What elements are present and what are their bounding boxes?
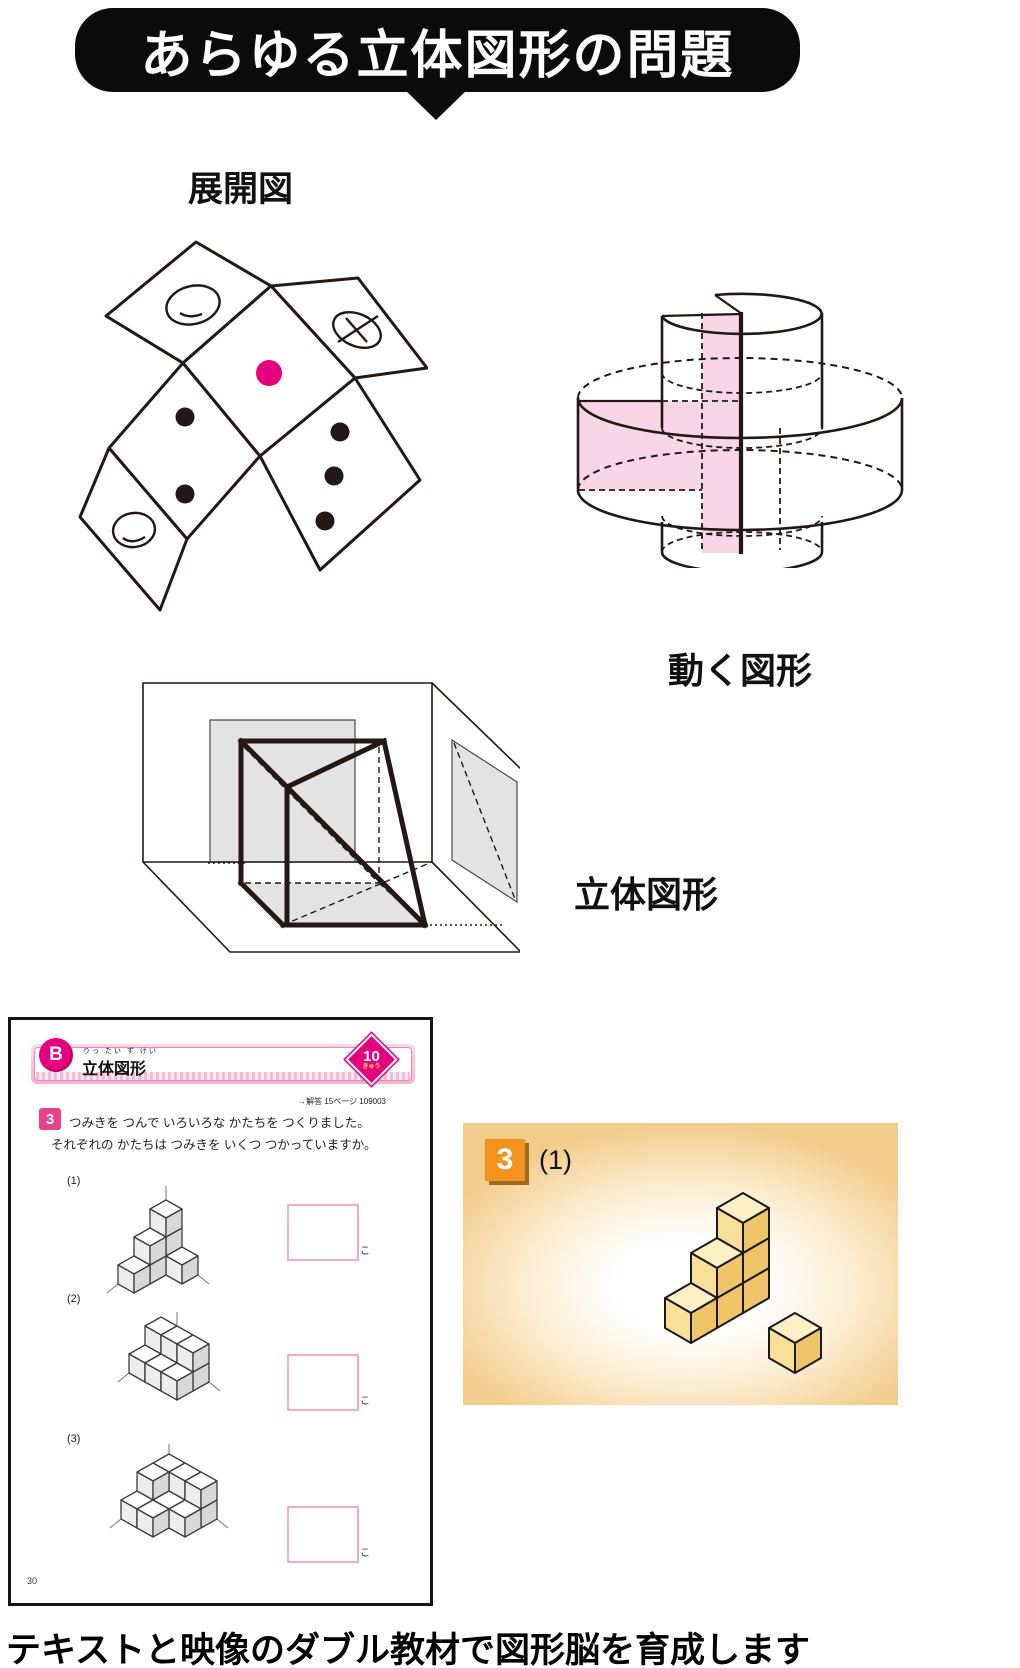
video-problem-number-badge: 3 xyxy=(485,1139,525,1181)
page-number: 30 xyxy=(27,1576,38,1586)
page-title: あらゆる立体図形の問題 xyxy=(140,26,735,85)
problem-number-badge: 3 xyxy=(39,1108,61,1130)
unit-title-furigana: りっ たい ず けい xyxy=(83,1048,158,1055)
sketched-oval-slash xyxy=(332,310,382,350)
video-still-panel: 3 (1) xyxy=(463,1123,898,1405)
answer-unit-2: こ xyxy=(360,1396,370,1407)
item-2-label: (2) xyxy=(67,1293,81,1305)
item-3-label: (3) xyxy=(67,1433,81,1445)
black-pips xyxy=(175,407,350,531)
label-moving-figure: 動く図形 xyxy=(668,650,813,691)
workbook-header-checker xyxy=(36,1072,410,1080)
dice-net-figure xyxy=(78,240,428,612)
answer-unit-3: こ xyxy=(360,1548,370,1559)
answer-box-2 xyxy=(287,1354,359,1411)
gray-plane-floor xyxy=(245,883,425,925)
workbook-header-band: B りっ たい ず けい 立体図形 10 きゅう xyxy=(31,1033,415,1086)
sketched-oval-one xyxy=(165,284,221,326)
problem-text-line2: それぞれの かたちは つみきを いくつ つかっていますか。 xyxy=(51,1138,377,1152)
item-3-cube-figure xyxy=(109,1444,229,1538)
bottom-caption: テキストと映像のダブル教材で図形脳を育成します xyxy=(6,1631,810,1668)
title-banner: あらゆる立体図形の問題 xyxy=(75,8,800,120)
unit-title: 立体図形 xyxy=(82,1061,147,1078)
grade-suffix: きゅう xyxy=(362,1064,381,1070)
solid-thick-edges xyxy=(237,737,429,929)
label-solid-figure: 立体図形 xyxy=(574,874,719,915)
label-net-figure: 展開図 xyxy=(188,170,294,209)
level-b-badge: B xyxy=(39,1038,73,1072)
problem-text-line1: つみきを つんで いろいろな かたちを つくりました。 xyxy=(69,1116,370,1130)
video-cube-figure xyxy=(664,1192,822,1374)
video-part-label: (1) xyxy=(539,1145,572,1175)
item-1-label: (1) xyxy=(67,1175,81,1187)
pink-pip xyxy=(256,360,282,386)
answer-box-1 xyxy=(287,1204,359,1261)
sketched-oval-bottom xyxy=(111,511,157,549)
grade-number: 10 xyxy=(363,1048,380,1065)
answer-box-3 xyxy=(287,1506,359,1563)
workbook-page: B りっ たい ず けい 立体図形 10 きゅう →解答 15ページ 10900… xyxy=(8,1017,433,1606)
solid-in-box-figure xyxy=(142,682,520,953)
cylinder-cross-section-figure xyxy=(576,292,904,568)
item-1-cube-figure xyxy=(106,1186,210,1294)
answer-reference: →解答 15ページ 109003 xyxy=(298,1097,386,1106)
answer-unit-1: こ xyxy=(360,1246,370,1257)
item-2-cube-figure xyxy=(117,1312,221,1401)
banner-tail-triangle xyxy=(405,90,467,120)
